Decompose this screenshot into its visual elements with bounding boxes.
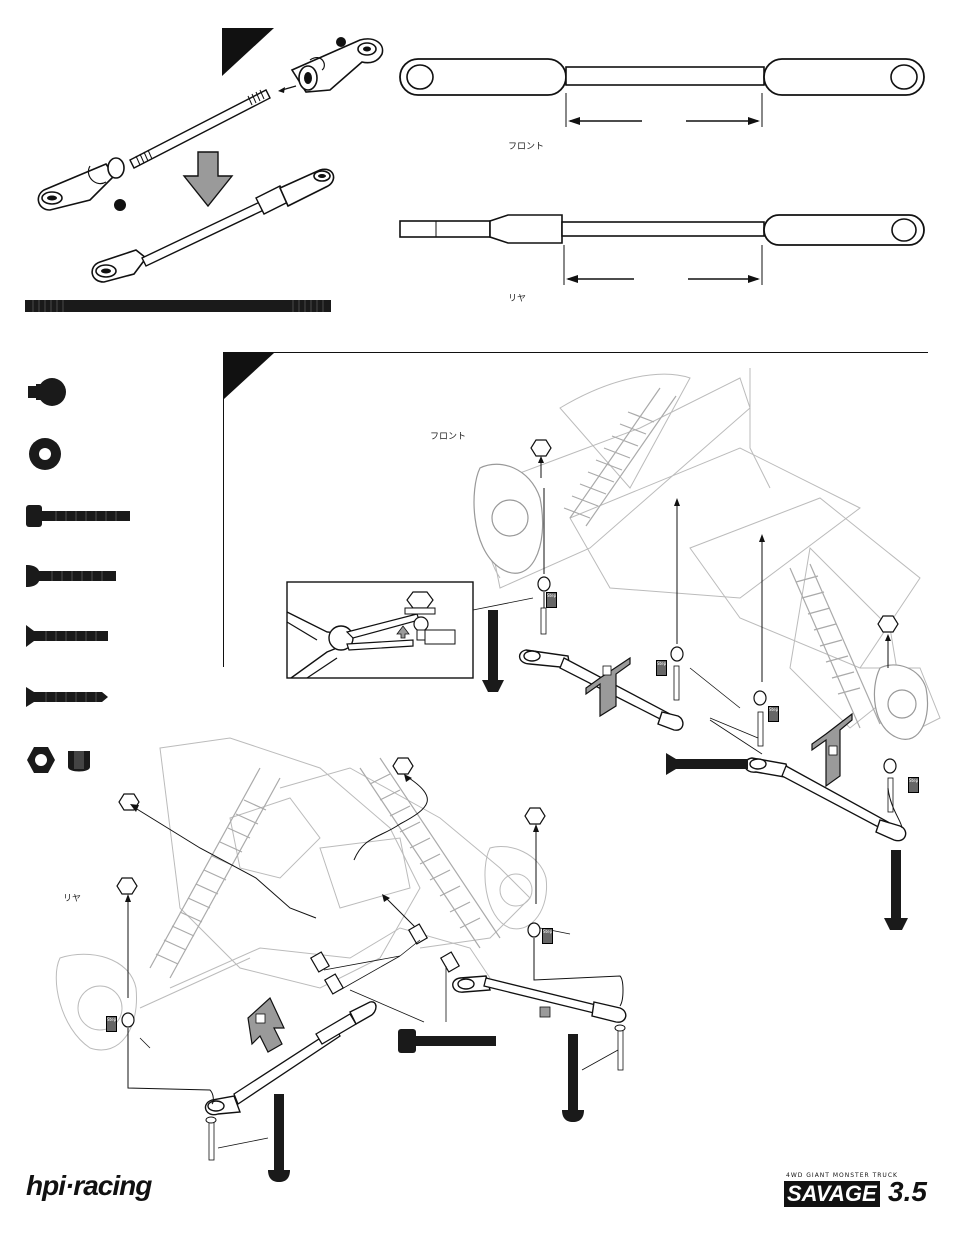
front-nut-left-icon (530, 439, 552, 457)
step-corner-top (222, 28, 274, 76)
front-ball-stud-left-icon (537, 576, 551, 592)
marker-dot-upper-icon (336, 37, 346, 47)
threaded-rod-part-icon (25, 300, 331, 312)
rear-vertical-screw-right-icon (562, 1034, 584, 1122)
front-up-arrow-left-icon (585, 656, 631, 718)
rear-assembly-label: リヤ (63, 894, 82, 904)
button-head-screw-part-icon (26, 565, 116, 587)
rear-left-rod-icon (204, 1001, 377, 1116)
hpi-racing-logo: hpi·racing (26, 1170, 152, 1202)
front-rod-label: フロント (508, 142, 545, 152)
step-corner-triangle-bottom (224, 353, 274, 399)
savage-logo-version: 3.5 (888, 1176, 927, 1207)
rear-assembly-diagram (55, 737, 627, 1161)
savage-logo: 4WD GIANT MONSTER TRUCK SAVAGE 3.5 (784, 1172, 927, 1212)
rear-up-arrow-icon (247, 997, 285, 1053)
savage-logo-name: SAVAGE (784, 1181, 880, 1207)
rotate-arrow-upper-icon (309, 57, 325, 71)
pliers-inset-diagram (286, 581, 534, 679)
step-frame (223, 352, 928, 667)
upper-ball-end-icon (290, 38, 384, 93)
hex-nut-part-icon (27, 747, 55, 773)
rod-exploded-diagram (37, 37, 384, 283)
step-tag-front-2: Step (656, 660, 667, 676)
front-right-rod-icon (744, 757, 907, 842)
rear-nut-2-icon (116, 877, 138, 895)
front-nut-right-icon (877, 615, 899, 633)
step-corner-triangle-top (222, 28, 274, 76)
flat-head-screw-part-icon (26, 625, 108, 647)
rear-rod-label: リヤ (508, 294, 527, 304)
lock-nut-part-icon (68, 751, 90, 772)
front-rod-dimension-diagram (399, 58, 925, 127)
front-assembly-diagram (473, 368, 941, 842)
rotate-arrow-lower-icon (87, 165, 107, 185)
cap-head-screw-part-icon (26, 505, 130, 527)
front-vertical-screw-right-icon (884, 850, 908, 930)
step-tag-front-4: Step (908, 777, 919, 793)
rear-nut-4-icon (524, 807, 546, 825)
rear-cap-screw-horizontal-icon (398, 1029, 496, 1053)
assemble-arrow-icon (182, 151, 234, 208)
threaded-rod-icon (129, 89, 271, 169)
washer-part-icon (29, 438, 61, 470)
rear-right-rod-icon (452, 975, 627, 1023)
rear-nut-3-icon (392, 757, 414, 775)
hpi-racing-logo-text: hpi·racing (26, 1170, 152, 1201)
step-tag-front-1: Step (546, 592, 557, 608)
rear-vertical-screw-left-icon (268, 1094, 290, 1182)
step-tag-front-3: Step (768, 706, 779, 722)
tapping-screw-part-icon (26, 687, 108, 707)
ball-stud-part-icon (28, 378, 66, 406)
step-tag-rear-1: Step (106, 1016, 117, 1032)
rear-rod-dimension-diagram (399, 214, 925, 285)
assembled-rod-icon (91, 168, 335, 283)
front-vertical-screw-left-icon (482, 610, 504, 692)
front-horizontal-screw-icon (666, 753, 748, 775)
step-tag-rear-2: Step (542, 928, 553, 944)
savage-logo-tagline: 4WD GIANT MONSTER TRUCK (786, 1172, 898, 1179)
marker-dot-lower-icon (114, 199, 126, 211)
front-assembly-label: フロント (430, 432, 467, 442)
lower-ball-end-icon (37, 157, 125, 211)
